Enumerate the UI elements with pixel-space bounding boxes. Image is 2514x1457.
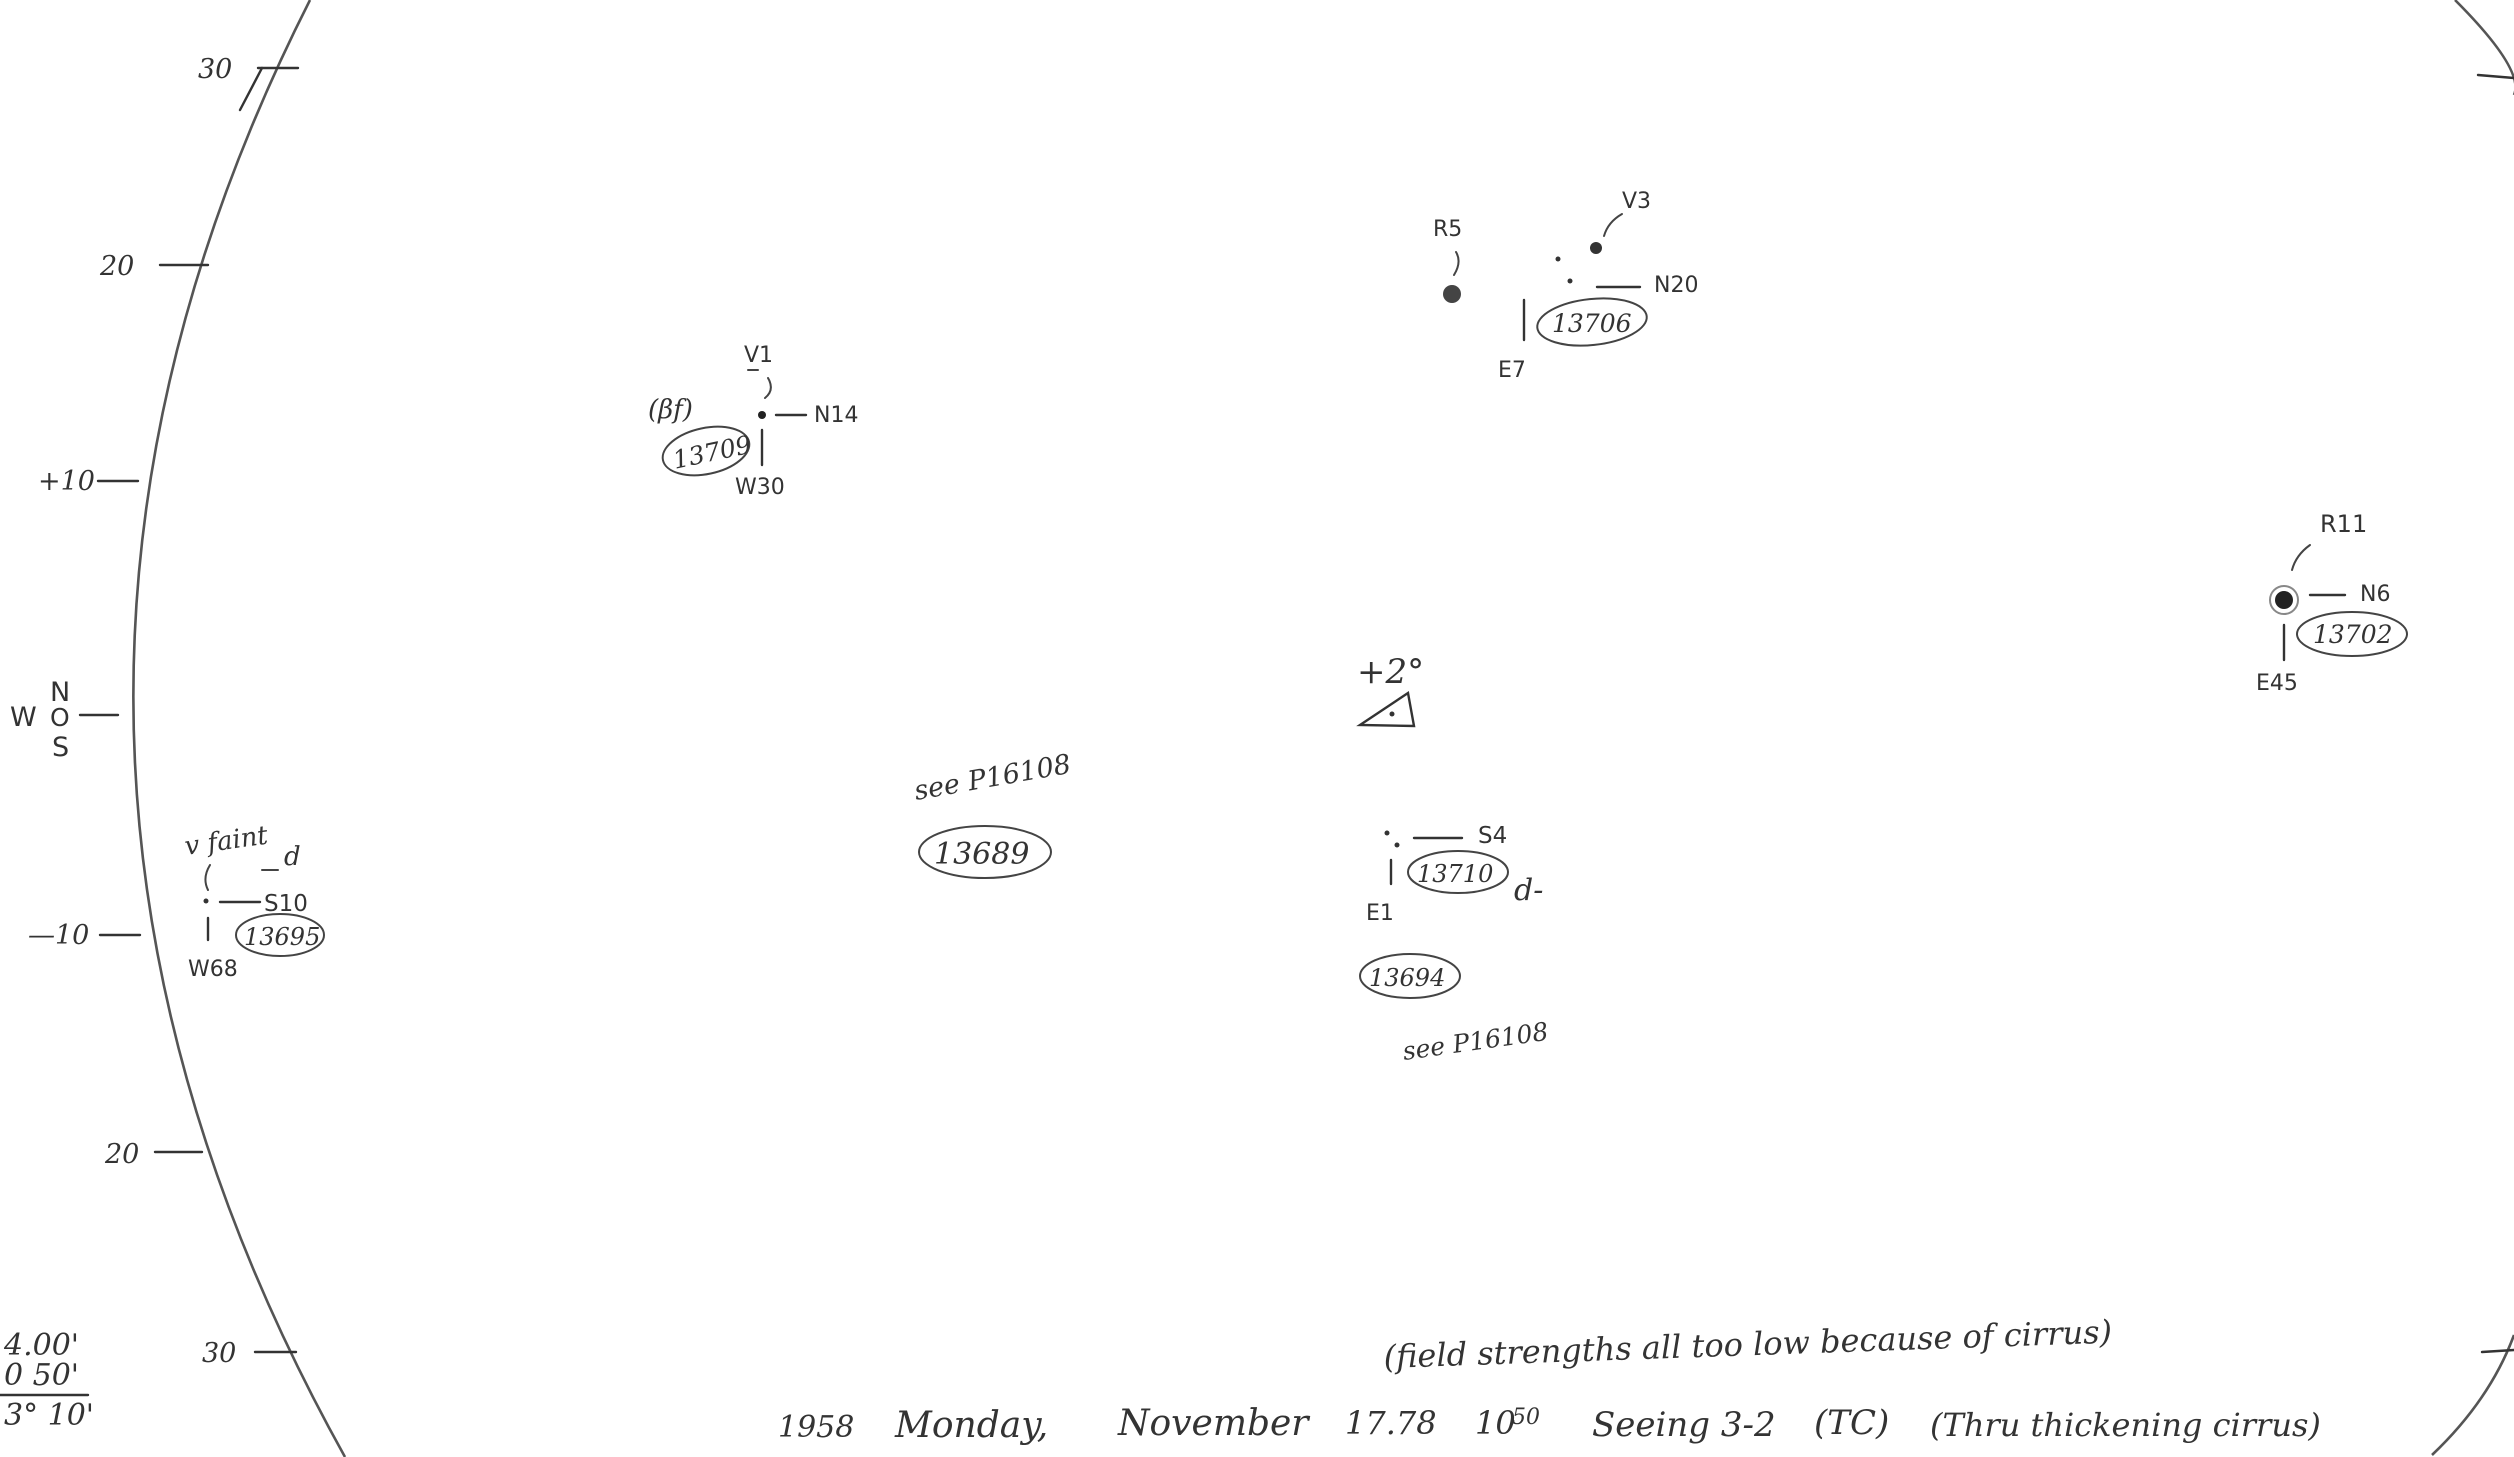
group-note: see P16108 [912,749,1073,807]
latitude-scale: 30 20 +10 N W O S —10 20 30 [10,54,300,1369]
sunspot [1443,285,1461,303]
compass-o: O [50,703,70,732]
group-number: 13709 [670,430,754,475]
group-number: 13706 [1552,309,1632,338]
spot-class: V1 [744,343,773,368]
footer-remark: (field strengths all too low because of … [1383,1313,2113,1376]
group-note: see P16108 [1401,1017,1550,1066]
compass-w: W [10,702,37,733]
footer-day: Monday, [894,1405,1048,1446]
solar-limb-right-bottom [2431,1334,2514,1456]
solar-limb-left [132,0,347,1457]
footer-month: November [1117,1403,1310,1444]
spot-class: V3 [1622,189,1651,214]
compass-n: N [50,677,70,708]
scale-label-n30: 30 [198,54,232,85]
group-number: 13689 [934,837,1029,872]
footer-date: 17.78 [1345,1404,1437,1442]
sunspot-group-13694: 13694 see P16108 [1359,953,1550,1066]
observation-footer: (field strengths all too low because of … [778,1313,2321,1446]
angle-b: 0 50' [4,1358,79,1393]
scale-label-s30: 30 [202,1338,236,1369]
ew-position: W68 [188,957,238,982]
solar-limb-right [2454,0,2514,95]
group-mark: d- [1514,873,1543,908]
footer-time: 10 [1475,1404,1516,1442]
compass-s: S [52,732,69,763]
ns-position: S4 [1478,823,1507,849]
footer-thru: (Thru thickening cirrus) [1930,1406,2321,1444]
sunspot [758,411,766,419]
ew-position: E45 [2256,671,2298,696]
spot-class: R11 [2320,510,2367,538]
ew-position: E7 [1498,358,1526,383]
sunspot-group-13709: (βf) V1 N14 W30 13709 [648,343,858,500]
footer-seeing: Seeing 3-2 [1592,1405,1776,1445]
group-mark: d [284,842,301,872]
group-number: 13710 [1417,860,1493,888]
scale-label-n10: +10 [38,466,95,497]
angle-a: 4.00' [3,1328,79,1363]
spot-class-r: R5 [1433,217,1462,242]
ns-position: N20 [1654,273,1698,298]
sunspot [1590,242,1602,254]
sunspot-group-13695: v faint d S10 13695 W68 [183,821,325,982]
ns-position: N14 [814,403,858,428]
ns-position: N6 [2360,582,2390,607]
sunspot-group-13702: R11 N6 13702 E45 [2256,510,2408,696]
ew-position: W30 [735,475,785,500]
angle-calculation: 4.00' 0 50' 3° 10' [0,1328,94,1433]
group-number: 13702 [2313,620,2393,649]
footer-year: 1958 [778,1410,854,1445]
sunspot [2275,591,2293,609]
scale-label-s20: 20 [104,1139,139,1170]
sunspot-group-13710: S4 13710 d- E1 [1366,823,1543,926]
ns-position: S10 [264,891,308,917]
center-marker: +2° [1356,652,1424,728]
footer-tc: (TC) [1814,1403,1889,1443]
scale-label-s10: —10 [28,920,89,951]
group-number: 13694 [1369,964,1445,992]
scale-label-n20: 20 [99,251,134,282]
sunspot-group-13689: see P16108 13689 [912,749,1073,879]
ew-position: E1 [1366,901,1394,926]
footer-time-sup: 50 [1512,1405,1540,1430]
angle-c: 3° 10' [4,1398,94,1433]
group-note: v faint [183,821,270,862]
group-note: (βf) [648,395,693,425]
sunspot-group-13706: R5 V3 N20 13706 E7 [1433,189,1698,383]
group-number: 13695 [244,923,320,951]
center-label: +2° [1357,652,1424,692]
